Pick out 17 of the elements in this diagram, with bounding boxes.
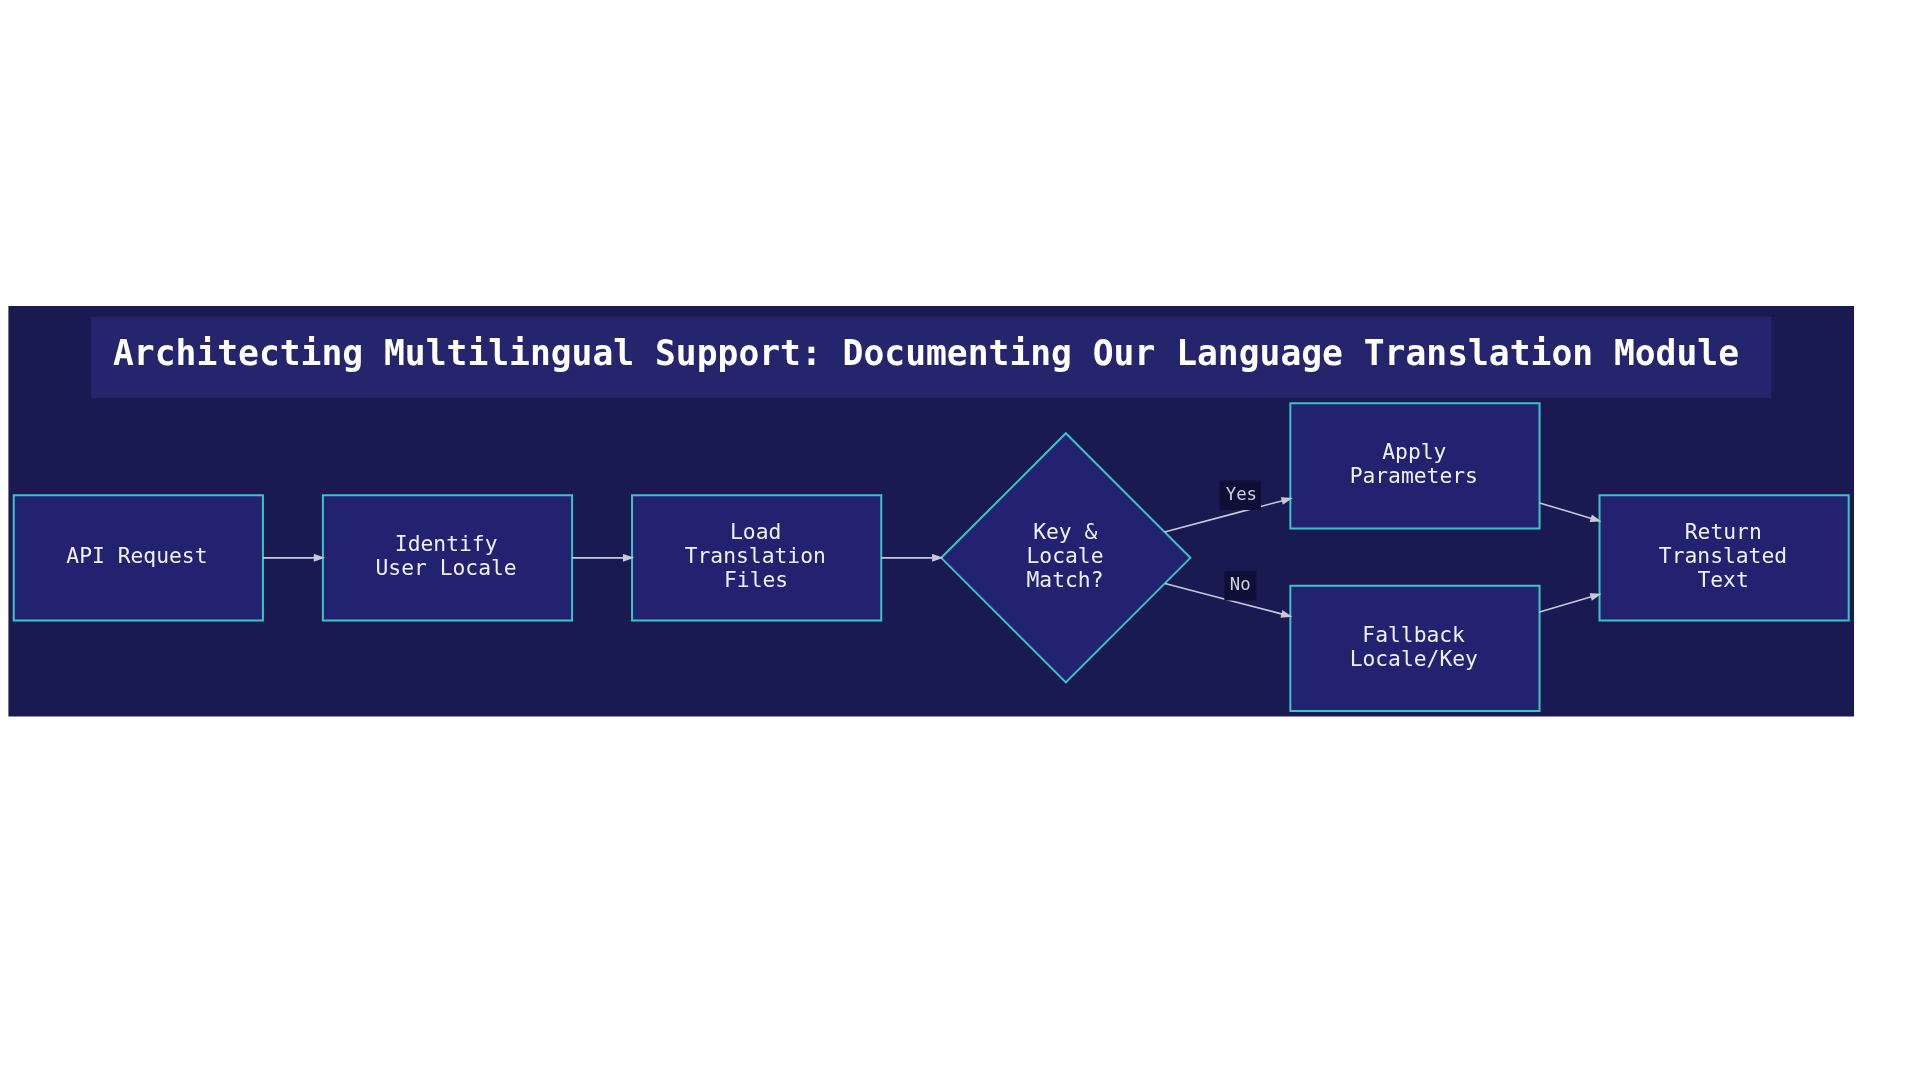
node-box: API Request bbox=[12, 494, 264, 622]
edge-label: No bbox=[1229, 574, 1251, 595]
diagram-title: Architecting Multilingual Support: Documenting Our Language Translation Module bbox=[113, 333, 1740, 374]
arrow bbox=[262, 553, 325, 562]
node-box: Identify User Locale bbox=[321, 494, 574, 622]
arrow bbox=[1538, 502, 1602, 523]
arrow bbox=[1163, 497, 1293, 533]
arrow bbox=[571, 553, 635, 562]
node-diamond: Key & Locale Match? bbox=[939, 431, 1192, 684]
arrow bbox=[880, 553, 944, 562]
node-box: Fallback Locale/Key bbox=[1289, 584, 1541, 713]
node-box: Return Translated Text bbox=[1598, 494, 1850, 622]
edge-label: Yes bbox=[1225, 483, 1257, 504]
arrow bbox=[1164, 582, 1293, 618]
node-box: Load Translation Files bbox=[631, 494, 883, 622]
arrow bbox=[1538, 593, 1602, 613]
node-box: Apply Parameters bbox=[1289, 402, 1541, 530]
